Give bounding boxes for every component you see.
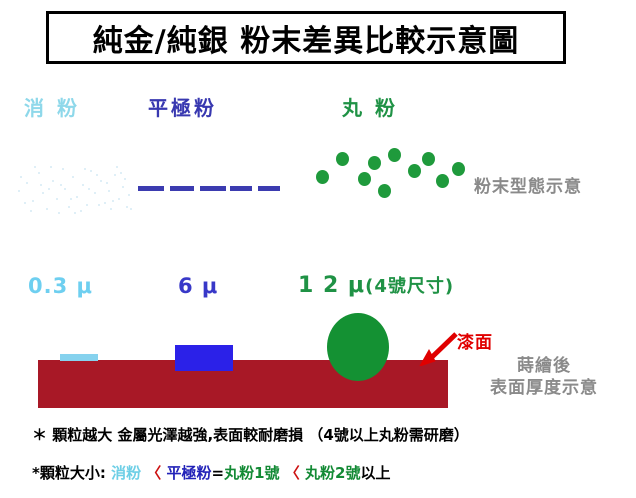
flake-powder-dash xyxy=(230,186,252,191)
round-powder-dot xyxy=(336,152,349,166)
round-powder-dot xyxy=(422,152,435,166)
fine-powder-speck xyxy=(114,174,116,176)
footnote-gloss: ＊ 顆粒越大 金屬光澤越強,表面較耐磨損 （4號以上丸粉需研磨） xyxy=(32,426,469,444)
fine-powder-speck xyxy=(106,182,108,184)
fine-powder-layer xyxy=(60,354,98,361)
fine-powder-speck xyxy=(68,206,70,208)
page-title: 純金/純銀 粉末差異比較示意圖 xyxy=(92,23,520,59)
round-powder-dot xyxy=(378,184,391,198)
footnote-segment: 以上 xyxy=(360,464,391,482)
fine-powder-speck xyxy=(84,168,86,170)
fine-powder-speck xyxy=(128,194,130,196)
fine-powder-speck xyxy=(110,208,112,210)
fine-powder-speck xyxy=(112,200,114,202)
category-label-flake-powder: 平極粉 xyxy=(148,96,217,120)
fine-powder-speck xyxy=(70,198,72,200)
fine-powder-speck xyxy=(64,188,66,190)
category-label-fine-powder: 消 粉 xyxy=(24,96,80,120)
fine-powder-speck xyxy=(100,180,102,182)
fine-powder-speck xyxy=(130,208,132,210)
thickness-note-line1: 蒔繪後 xyxy=(517,356,571,376)
fine-powder-speck xyxy=(86,204,88,206)
fine-powder-speck xyxy=(40,184,42,186)
fine-powder-speck xyxy=(88,188,90,190)
flake-powder-layer xyxy=(175,345,233,371)
lacquer-substrate-bar xyxy=(38,360,448,408)
fine-powder-speck xyxy=(34,166,36,168)
size-label-round-powder-main: 1 2 μ xyxy=(298,273,366,298)
footnote-segment: 丸粉2號 xyxy=(305,464,361,482)
fine-powder-speck xyxy=(30,210,32,212)
round-powder-dot xyxy=(436,174,449,188)
round-powder-dot xyxy=(388,148,401,162)
fine-powder-speck xyxy=(48,188,50,190)
size-label-round-powder-note: (4號尺寸) xyxy=(365,276,455,297)
flake-powder-dash xyxy=(138,186,164,191)
fine-powder-speck xyxy=(20,176,22,178)
fine-powder-speck xyxy=(82,184,84,186)
fine-powder-speck xyxy=(60,184,62,186)
title-box: 純金/純銀 粉末差異比較示意圖 xyxy=(46,11,566,64)
fine-powder-speck xyxy=(94,192,96,194)
fine-powder-speck xyxy=(118,198,120,200)
fine-powder-speck xyxy=(74,212,76,214)
footnote-segment: 消粉 xyxy=(105,464,147,482)
fine-powder-speck xyxy=(24,202,26,204)
fine-powder-speck xyxy=(122,186,124,188)
morphology-note: 粉末型態示意 xyxy=(474,177,582,197)
footnote-segment: 平極粉 xyxy=(161,464,212,482)
fine-powder-speck xyxy=(80,210,82,212)
fine-powder-speck xyxy=(108,190,110,192)
fine-powder-speck xyxy=(104,202,106,204)
fine-powder-speck xyxy=(72,176,74,178)
fine-powder-speck xyxy=(52,180,54,182)
footnote-segment: 丸粉1號 xyxy=(224,464,280,482)
fine-powder-speck xyxy=(116,166,118,168)
fine-powder-morphology xyxy=(12,160,132,222)
thickness-note: 蒔繪後 表面厚度示意 xyxy=(490,355,598,399)
flake-powder-dash xyxy=(200,186,226,191)
flake-powder-dash xyxy=(258,186,280,191)
flake-powder-dash xyxy=(170,186,194,191)
footnote-segment: = xyxy=(211,464,225,482)
fine-powder-speck xyxy=(76,196,78,198)
fine-powder-speck xyxy=(26,182,28,184)
size-label-fine-powder: 0.3 μ xyxy=(28,274,93,298)
fine-powder-speck xyxy=(50,166,52,168)
footnote-segment: 〈 xyxy=(279,464,306,482)
footnote-segment: *顆粒大小: xyxy=(32,464,106,482)
round-powder-dot xyxy=(368,156,381,170)
round-powder-dot xyxy=(358,172,371,186)
flake-powder-morphology xyxy=(136,178,280,200)
fine-powder-speck xyxy=(32,200,34,202)
fine-powder-speck xyxy=(62,168,64,170)
fine-powder-speck xyxy=(126,206,128,208)
lacquer-surface-label: 漆面 xyxy=(457,333,493,353)
size-label-flake-powder: 6 μ xyxy=(178,274,219,298)
fine-powder-speck xyxy=(120,172,122,174)
footnote-segment: 〈 xyxy=(146,464,162,482)
round-powder-layer xyxy=(327,313,389,381)
lacquer-arrow-icon xyxy=(419,332,458,366)
round-powder-dot xyxy=(408,164,421,178)
size-label-round-powder: 1 2 μ(4號尺寸) xyxy=(298,272,454,298)
footnote-particle-size: *顆粒大小: 消粉 〈 平極粉=丸粉1號 〈 丸粉2號以上 xyxy=(32,462,390,483)
fine-powder-speck xyxy=(98,204,100,206)
round-powder-morphology xyxy=(306,142,466,200)
round-powder-dot xyxy=(452,162,465,176)
fine-powder-speck xyxy=(58,212,60,214)
fine-powder-speck xyxy=(90,170,92,172)
round-powder-dot xyxy=(316,170,329,184)
fine-powder-speck xyxy=(38,172,40,174)
fine-powder-speck xyxy=(96,174,98,176)
thickness-note-line2: 表面厚度示意 xyxy=(490,378,598,398)
fine-powder-speck xyxy=(18,190,20,192)
fine-powder-speck xyxy=(56,198,58,200)
fine-powder-speck xyxy=(46,208,48,210)
fine-powder-speck xyxy=(42,192,44,194)
fine-powder-speck xyxy=(124,178,126,180)
category-label-round-powder: 丸 粉 xyxy=(342,96,398,120)
